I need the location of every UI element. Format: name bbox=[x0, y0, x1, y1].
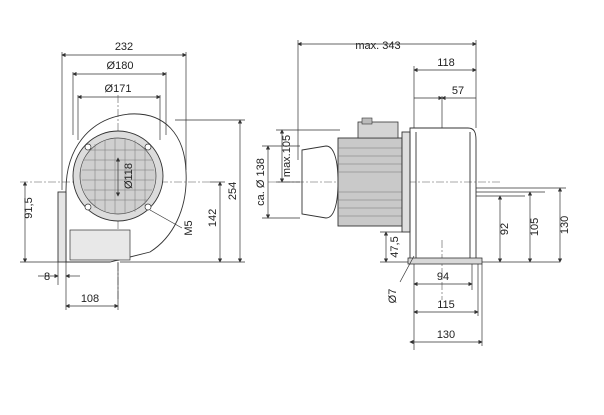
side-view: max. 343 118 57 max.105 ca. Ø 138 47,5 9… bbox=[255, 40, 571, 350]
dim-height-total: 254 bbox=[227, 182, 239, 200]
screw-hole-3 bbox=[84, 203, 92, 211]
dim-dia-118: Ø118 bbox=[123, 163, 135, 189]
screw-hole-2 bbox=[144, 143, 152, 151]
dim-flange: 8 bbox=[44, 271, 50, 283]
dim-thread: M5 bbox=[183, 220, 195, 235]
fan-housing bbox=[65, 113, 187, 263]
dim-base-115: 115 bbox=[437, 299, 455, 311]
outlet-slot bbox=[69, 229, 131, 261]
motor-flange bbox=[401, 131, 411, 233]
dim-outlet-depth: 118 bbox=[437, 57, 455, 69]
base-plate bbox=[407, 257, 483, 265]
dim-base-130: 130 bbox=[437, 329, 455, 341]
front-view: 232 Ø180 Ø171 Ø118 M5 254 142 91,5 bbox=[20, 41, 245, 310]
dim-base-width: 108 bbox=[81, 293, 99, 305]
dim-flange-height: 47,5 bbox=[389, 236, 401, 257]
dim-outlet-130: 130 bbox=[559, 216, 571, 234]
dim-width: 232 bbox=[115, 41, 133, 53]
dim-motor-dia: ca. Ø 138 bbox=[255, 158, 267, 206]
base-flange bbox=[57, 191, 67, 263]
motor-body bbox=[337, 137, 403, 227]
dim-dia-171: Ø171 bbox=[105, 83, 132, 95]
housing-side bbox=[409, 127, 477, 263]
dim-offset-left: 91,5 bbox=[23, 197, 35, 218]
cable-gland bbox=[361, 117, 373, 125]
dim-base-94: 94 bbox=[437, 271, 449, 283]
motor-fins bbox=[338, 147, 402, 217]
screw-hole-4 bbox=[144, 203, 152, 211]
dim-dia-180: Ø180 bbox=[107, 60, 134, 72]
terminal-box bbox=[357, 121, 399, 139]
dim-outlet-105: 105 bbox=[529, 218, 541, 236]
dim-motor-height: max.105 bbox=[281, 135, 293, 177]
dim-length-max: max. 343 bbox=[355, 40, 400, 52]
screw-hole-1 bbox=[84, 143, 92, 151]
dim-height-partial: 142 bbox=[207, 209, 219, 227]
dim-hole: Ø7 bbox=[387, 289, 399, 304]
dim-outlet-92: 92 bbox=[499, 223, 511, 235]
dim-outlet-offset: 57 bbox=[452, 85, 464, 97]
